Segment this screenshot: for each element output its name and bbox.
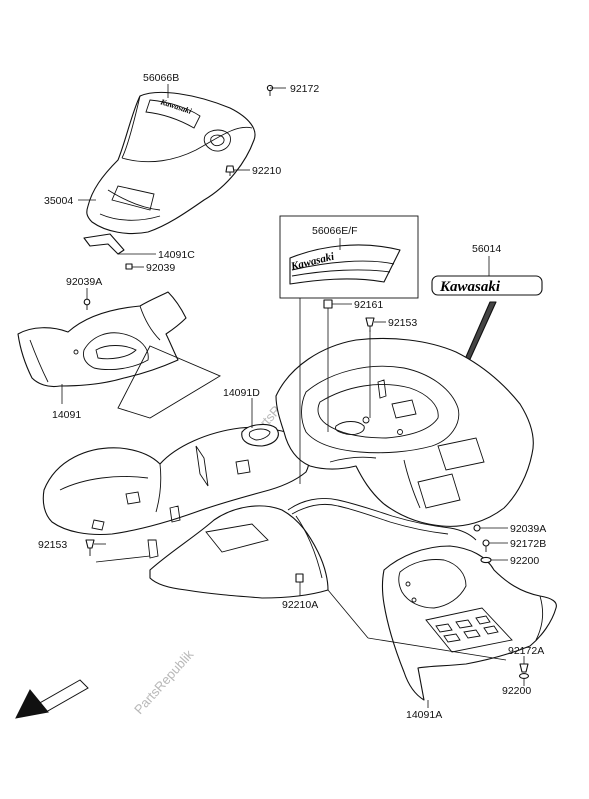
bolt-92153-top[interactable]	[365, 317, 375, 332]
label-92153-top[interactable]: 92153	[388, 317, 417, 329]
label-14091D[interactable]: 14091D	[223, 387, 260, 399]
label-92172A[interactable]: 92172A	[508, 645, 544, 657]
bolt-92210[interactable]	[225, 165, 235, 176]
label-92172B[interactable]: 92172B	[510, 538, 546, 550]
bolt-92153-left[interactable]	[85, 539, 95, 556]
label-14091A[interactable]: 14091A	[406, 709, 442, 721]
label-92210[interactable]: 92210	[252, 165, 281, 177]
decal-text: Kawasaki	[439, 279, 501, 295]
label-92210A[interactable]: 92210A	[282, 599, 318, 611]
frame-rail	[287, 498, 477, 541]
label-92200-mid[interactable]: 92200	[510, 555, 539, 567]
side-cover-14091[interactable]	[17, 291, 187, 388]
watermark: PartsRepublik	[131, 646, 197, 717]
label-92200-low[interactable]: 92200	[502, 685, 531, 697]
section-outline	[117, 345, 221, 419]
washer-92200-mid[interactable]	[480, 556, 492, 564]
front-direction-arrow	[15, 679, 89, 719]
footrest-14091A[interactable]	[381, 545, 557, 701]
bolt-92172B[interactable]	[482, 539, 490, 552]
decal-panel-56066EF	[279, 215, 419, 299]
washer-92200-low[interactable]	[518, 673, 530, 679]
label-35004[interactable]: 35004	[44, 195, 73, 207]
front-fender-right-panel[interactable]	[147, 505, 329, 599]
kawasaki-decal-56066EF[interactable]: Kawasaki	[289, 244, 401, 285]
leader-lines	[61, 84, 525, 708]
label-14091[interactable]: 14091	[52, 409, 81, 421]
label-92161[interactable]: 92161	[354, 299, 383, 311]
rear-fender[interactable]	[275, 337, 534, 527]
collar-92210A[interactable]	[295, 573, 304, 583]
label-56066B[interactable]: 56066B	[143, 72, 179, 84]
bracket-14091C[interactable]	[83, 233, 125, 255]
label-92172[interactable]: 92172	[290, 83, 319, 95]
kawasaki-emblem-56014[interactable]: Kawasaki	[431, 275, 543, 296]
front-fender-14091D[interactable]	[42, 423, 310, 536]
bolt-92172A[interactable]	[519, 663, 529, 673]
label-92039[interactable]: 92039	[146, 262, 175, 274]
label-92039A-top[interactable]: 92039A	[66, 276, 102, 288]
part-labels: 56066B 92172 92210 35004 14091C 92039A 9…	[38, 72, 546, 721]
label-92153-left[interactable]: 92153	[38, 539, 67, 551]
collar-92161[interactable]	[323, 299, 333, 309]
label-14091C[interactable]: 14091C	[158, 249, 195, 261]
label-56014[interactable]: 56014	[472, 243, 501, 255]
clip-92039[interactable]	[125, 263, 133, 270]
label-92039A-right[interactable]: 92039A	[510, 523, 546, 535]
bolt-92172[interactable]	[266, 84, 274, 96]
headlight-cover[interactable]	[86, 91, 256, 235]
bolt-92039A-right[interactable]	[473, 524, 481, 532]
label-56066EF[interactable]: 56066E/F	[312, 225, 358, 237]
frame-rail	[291, 503, 449, 535]
clip-92039A-top[interactable]	[83, 298, 91, 310]
